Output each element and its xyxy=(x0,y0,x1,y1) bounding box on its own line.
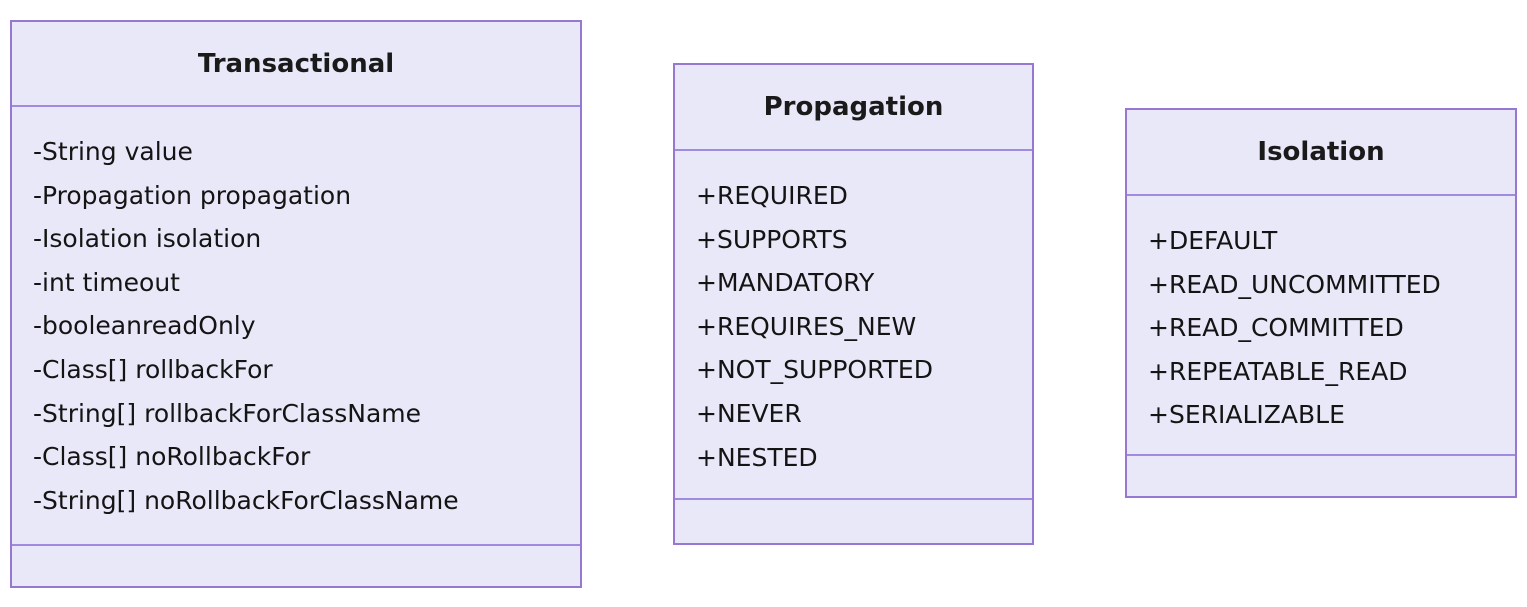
attribute-item: +READ_COMMITTED xyxy=(1148,313,1404,343)
class-methods-compartment-empty xyxy=(1127,454,1515,496)
attribute-item: -Class[] rollbackFor xyxy=(33,354,273,384)
class-title: Transactional xyxy=(12,22,580,107)
attribute-item: +SUPPORTS xyxy=(696,224,848,254)
attribute-item: -String[] noRollbackForClassName xyxy=(33,485,459,515)
class-attributes-compartment: +DEFAULT +READ_UNCOMMITTED +READ_COMMITT… xyxy=(1127,196,1515,454)
attribute-item: +DEFAULT xyxy=(1148,226,1278,255)
attribute-item: +MANDATORY xyxy=(696,268,875,298)
class-methods-compartment-empty xyxy=(675,498,1032,543)
class-box-transactional: Transactional -String value -Propagation… xyxy=(10,20,582,588)
attribute-item: +READ_UNCOMMITTED xyxy=(1148,269,1441,299)
attribute-item: +NOT_SUPPORTED xyxy=(696,355,933,385)
attribute-item: +REPEATABLE_READ xyxy=(1148,356,1408,386)
attribute-item: +NESTED xyxy=(696,442,818,472)
attribute-item: -Isolation isolation xyxy=(33,224,262,254)
class-title: Isolation xyxy=(1127,110,1515,196)
attribute-item: -Class[] noRollbackFor xyxy=(33,442,311,472)
attribute-item: -Propagation propagation xyxy=(33,180,352,210)
attribute-item: +NEVER xyxy=(696,398,802,428)
attribute-item: -String value xyxy=(33,137,193,166)
attribute-item: +REQUIRED xyxy=(696,181,848,210)
class-box-propagation: Propagation +REQUIRED +SUPPORTS +MANDATO… xyxy=(673,63,1034,545)
class-box-isolation: Isolation +DEFAULT +READ_UNCOMMITTED +RE… xyxy=(1125,108,1517,498)
attribute-item: -String[] rollbackForClassName xyxy=(33,398,422,428)
class-attributes-compartment: +REQUIRED +SUPPORTS +MANDATORY +REQUIRES… xyxy=(675,151,1032,498)
attribute-item: -booleanreadOnly xyxy=(33,311,256,341)
attribute-item: +SERIALIZABLE xyxy=(1148,400,1345,430)
attribute-item: +REQUIRES_NEW xyxy=(696,311,917,341)
attribute-item: -int timeout xyxy=(33,267,180,297)
class-title: Propagation xyxy=(675,65,1032,151)
class-methods-compartment-empty xyxy=(12,544,580,586)
class-attributes-compartment: -String value -Propagation propagation -… xyxy=(12,107,580,544)
